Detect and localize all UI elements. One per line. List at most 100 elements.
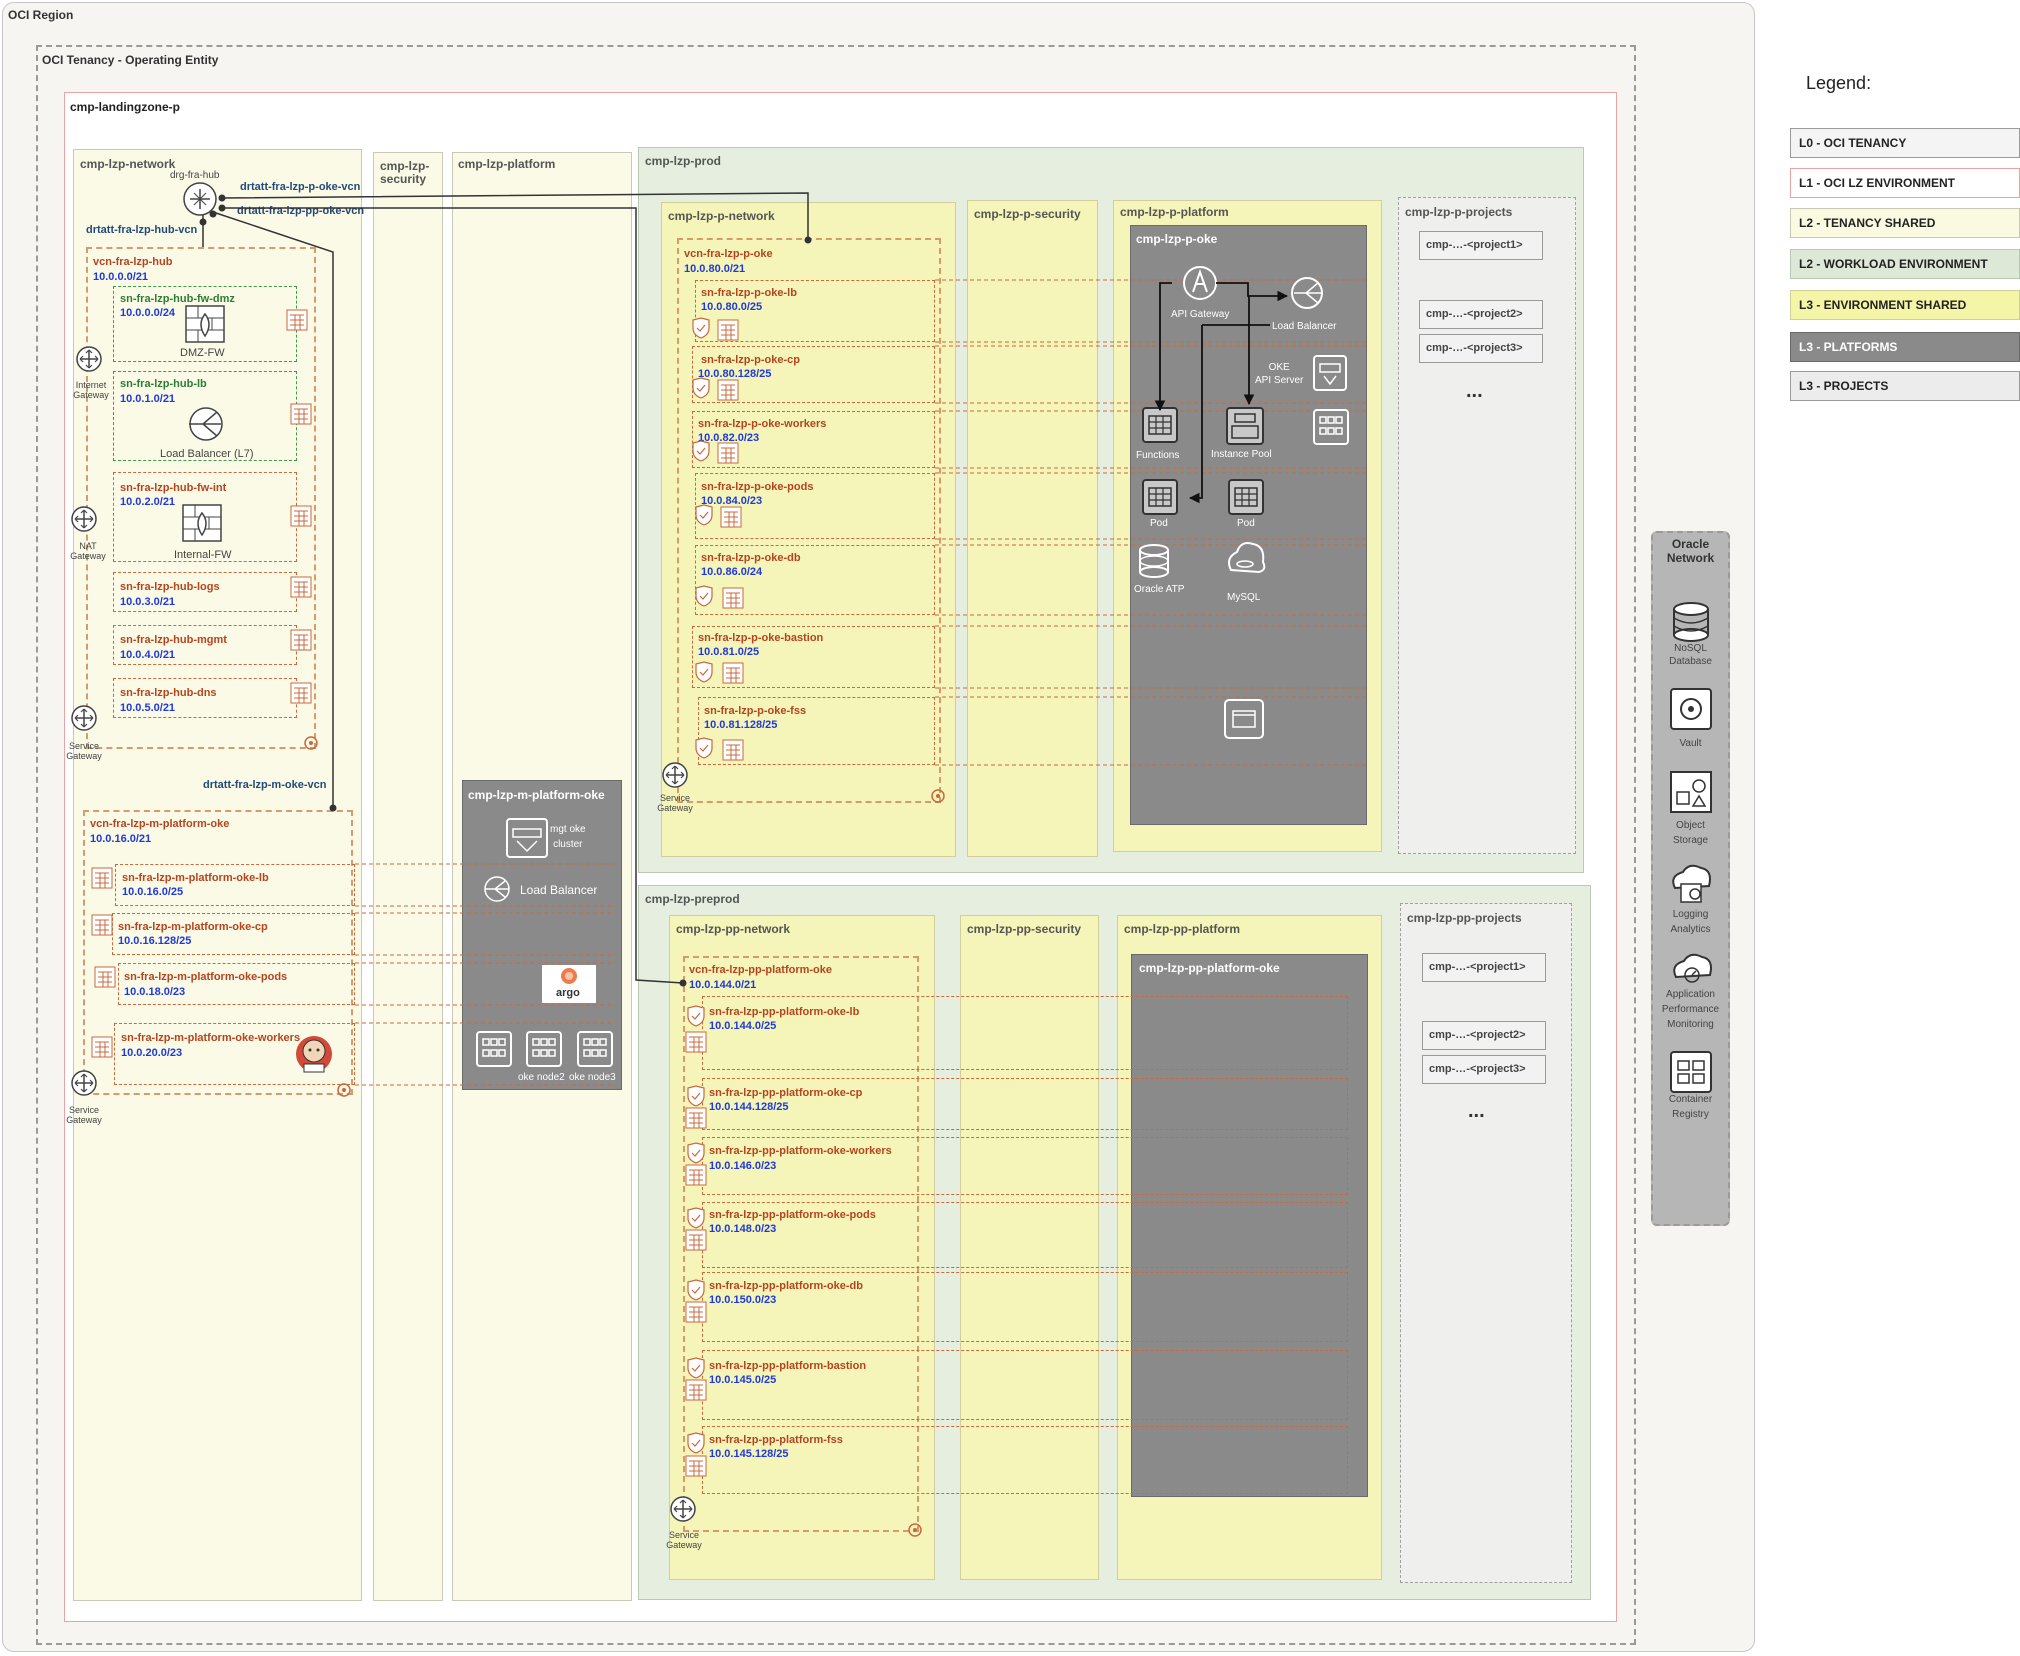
legend-item: L3 - PLATFORMS bbox=[1790, 332, 2020, 362]
preprod-projects-label: cmp-lzp-pp-projects bbox=[1407, 911, 1522, 925]
pp-subnet-lb-cidr: 10.0.144.0/25 bbox=[709, 1020, 777, 1032]
pp-subnet-bastion-cidr: 10.0.145.0/25 bbox=[709, 1374, 777, 1386]
hub-lb-label: Load Balancer (L7) bbox=[160, 448, 254, 460]
prod-platform-label: cmp-lzp-p-platform bbox=[1120, 205, 1229, 219]
network-compartment bbox=[73, 149, 362, 1601]
preprod-network-label: cmp-lzp-pp-network bbox=[676, 922, 790, 936]
hub-vcn bbox=[86, 247, 316, 749]
mgt-cluster-label: mgt oke cluster bbox=[550, 824, 586, 850]
m-subnet-workers-name: sn-fra-lzp-m-platform-oke-workers bbox=[121, 1032, 301, 1044]
prod-subnet-db bbox=[695, 545, 935, 615]
pp-project1[interactable]: cmp-…-<project1> bbox=[1422, 953, 1546, 982]
pp-subnet-fss-name: sn-fra-lzp-pp-platform-fss bbox=[709, 1434, 843, 1446]
legend-item: L2 - WORKLOAD ENVIRONMENT bbox=[1790, 249, 2020, 279]
prod-subnet-pods bbox=[695, 473, 935, 539]
hub-service-gateway-label: Service Gateway bbox=[66, 741, 102, 761]
m-subnet-lb bbox=[115, 864, 355, 906]
prod-network-label: cmp-lzp-p-network bbox=[668, 209, 775, 223]
m-subnet-lb-cidr: 10.0.16.0/25 bbox=[122, 886, 184, 898]
preprod-oke-platform bbox=[1131, 954, 1368, 1497]
prod-security bbox=[967, 200, 1098, 857]
mgt-oke-cluster-icon bbox=[506, 818, 548, 858]
m-vcn bbox=[83, 810, 353, 1095]
hub-subnet-logs-name: sn-fra-lzp-hub-logs bbox=[120, 581, 220, 593]
pp-subnet-icons bbox=[685, 1005, 707, 1477]
prod-subnet-workers-cidr: 10.0.82.0/23 bbox=[698, 432, 760, 444]
legend-item: L3 - ENVIRONMENT SHARED bbox=[1790, 290, 2020, 320]
oci-tenancy-label: OCI Tenancy - Operating Entity bbox=[42, 53, 219, 67]
m-subnet-links bbox=[355, 863, 615, 1086]
prod-projects-more: ... bbox=[1466, 380, 1483, 402]
container-registry-label: Container Registry bbox=[1668, 1094, 1713, 1120]
hub-subnet-fw-int-cidr: 10.0.2.0/21 bbox=[120, 496, 176, 508]
platform-compartment-label: cmp-lzp-platform bbox=[458, 157, 556, 171]
hub-load-balancer-icon bbox=[189, 407, 223, 441]
object-storage-icon bbox=[1670, 771, 1712, 813]
prod-project1[interactable]: cmp-…-<project1> bbox=[1419, 231, 1543, 260]
pp-subnet-workers-name: sn-fra-lzp-pp-platform-oke-workers bbox=[709, 1145, 892, 1157]
prod-oke-label: cmp-lzp-p-oke bbox=[1136, 232, 1218, 246]
functions-icon bbox=[1142, 407, 1178, 443]
drtatt-p-label: drtatt-fra-lzp-p-oke-vcn bbox=[240, 181, 361, 193]
pp-subnet-workers-cidr: 10.0.146.0/23 bbox=[709, 1160, 777, 1172]
hub-subnet-fw-dmz-name: sn-fra-lzp-hub-fw-dmz bbox=[120, 293, 235, 305]
nat-gateway-label: NAT Gateway bbox=[70, 541, 106, 561]
pp-project2[interactable]: cmp-…-<project2> bbox=[1422, 1021, 1546, 1050]
prod-subnet-cp-name: sn-fra-lzp-p-oke-cp bbox=[701, 354, 800, 366]
hub-subnet-fw-dmz-cidr: 10.0.0.0/24 bbox=[120, 307, 176, 319]
prod-subnet-workers bbox=[692, 411, 935, 468]
apm-icon bbox=[1673, 953, 1712, 983]
oke-api-server-icon bbox=[1313, 355, 1347, 391]
preprod-vcn-cidr: 10.0.144.0/21 bbox=[689, 979, 757, 991]
pp-service-gateway-icon bbox=[670, 1496, 696, 1522]
m-lb-label: Load Balancer bbox=[520, 883, 598, 897]
m-subnet-cp bbox=[112, 913, 355, 955]
prod-compartment-label: cmp-lzp-prod bbox=[645, 154, 721, 168]
hub-vcn-cidr: 10.0.0.0/21 bbox=[93, 271, 149, 283]
functions-label: Functions bbox=[1136, 450, 1180, 461]
pp-subnet-pods-name: sn-fra-lzp-pp-platform-oke-pods bbox=[709, 1209, 876, 1221]
nosql-database-icon bbox=[1673, 602, 1709, 642]
preprod-vcn bbox=[683, 956, 919, 1532]
container-registry-icon bbox=[1670, 1051, 1712, 1093]
prod-oke-arrows bbox=[1154, 282, 1289, 504]
prod-project2[interactable]: cmp-…-<project2> bbox=[1419, 300, 1543, 329]
jenkins-icon bbox=[296, 1036, 332, 1073]
security-compartment-label: cmp-lzp- security bbox=[380, 159, 430, 186]
prod-subnet-bastion-cidr: 10.0.81.0/25 bbox=[698, 646, 760, 658]
legend-item: L2 - TENANCY SHARED bbox=[1790, 208, 2020, 238]
hub-subnet-mgmt-name: sn-fra-lzp-hub-mgmt bbox=[120, 634, 227, 646]
pod1-icon bbox=[1142, 479, 1178, 515]
oke-node2-label: oke node2 bbox=[518, 1072, 565, 1083]
pp-project3[interactable]: cmp-…-<project3> bbox=[1422, 1055, 1546, 1084]
legend-title: Legend: bbox=[1806, 73, 1872, 93]
pp-subnet-db-name: sn-fra-lzp-pp-platform-oke-db bbox=[709, 1280, 863, 1292]
prod-subnet-bastion bbox=[692, 626, 935, 688]
preprod-security-label: cmp-lzp-pp-security bbox=[967, 922, 1082, 936]
nat-gateway-icon bbox=[71, 506, 97, 532]
prod-subnet-icons bbox=[692, 317, 744, 761]
preprod-projects bbox=[1400, 903, 1572, 1583]
prod-subnet-pods-cidr: 10.0.84.0/23 bbox=[701, 495, 763, 507]
m-vcn-name: vcn-fra-lzp-m-platform-oke bbox=[90, 818, 230, 830]
oracle-atp-label: Oracle ATP bbox=[1134, 584, 1185, 595]
vault-label: Vault bbox=[1679, 738, 1702, 749]
internet-gateway-icon bbox=[76, 346, 102, 372]
prod-subnet-pods-name: sn-fra-lzp-p-oke-pods bbox=[701, 481, 814, 493]
prod-subnet-db-cidr: 10.0.86.0/24 bbox=[701, 566, 763, 578]
drg-router-icon bbox=[183, 182, 217, 216]
prod-project3[interactable]: cmp-…-<project3> bbox=[1419, 334, 1543, 363]
m-subnet-workers bbox=[114, 1023, 355, 1085]
instance-pool-label: Instance Pool bbox=[1211, 449, 1272, 460]
argo-label: argo bbox=[556, 987, 580, 999]
pp-subnet-lb-name: sn-fra-lzp-pp-platform-oke-lb bbox=[709, 1006, 860, 1018]
apm-label: Application Performance Monitoring bbox=[1661, 989, 1720, 1030]
prod-subnet-fss bbox=[698, 697, 935, 765]
preprod-compartment-label: cmp-lzp-preprod bbox=[645, 892, 740, 906]
prod-subnet-workers-name: sn-fra-lzp-p-oke-workers bbox=[698, 418, 827, 430]
hub-route-icon bbox=[304, 736, 318, 750]
preprod-security bbox=[960, 915, 1099, 1580]
prod-subnet-lb-name: sn-fra-lzp-p-oke-lb bbox=[701, 287, 797, 299]
legend-item: L3 - PROJECTS bbox=[1790, 371, 2020, 401]
